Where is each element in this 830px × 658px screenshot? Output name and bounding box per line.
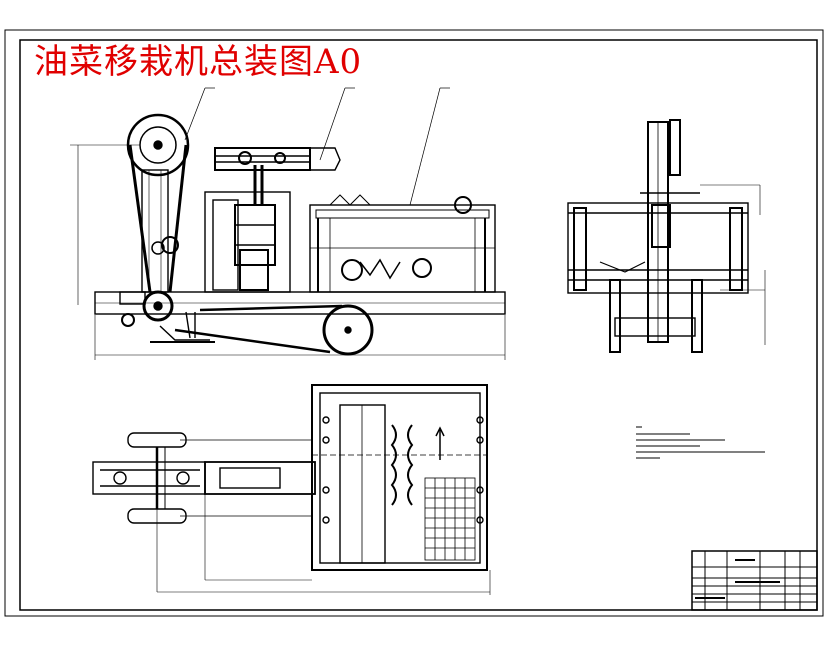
top-view: [92, 384, 491, 595]
front-view: [70, 87, 506, 360]
title-block: [691, 550, 818, 611]
drawing-title: 油菜移栽机总装图A0: [34, 42, 363, 82]
seedling-tray-grid: [424, 477, 476, 561]
side-view: [567, 119, 766, 353]
inner-border: [19, 39, 818, 611]
outer-border: [4, 29, 824, 617]
technical-notes: [636, 426, 765, 459]
